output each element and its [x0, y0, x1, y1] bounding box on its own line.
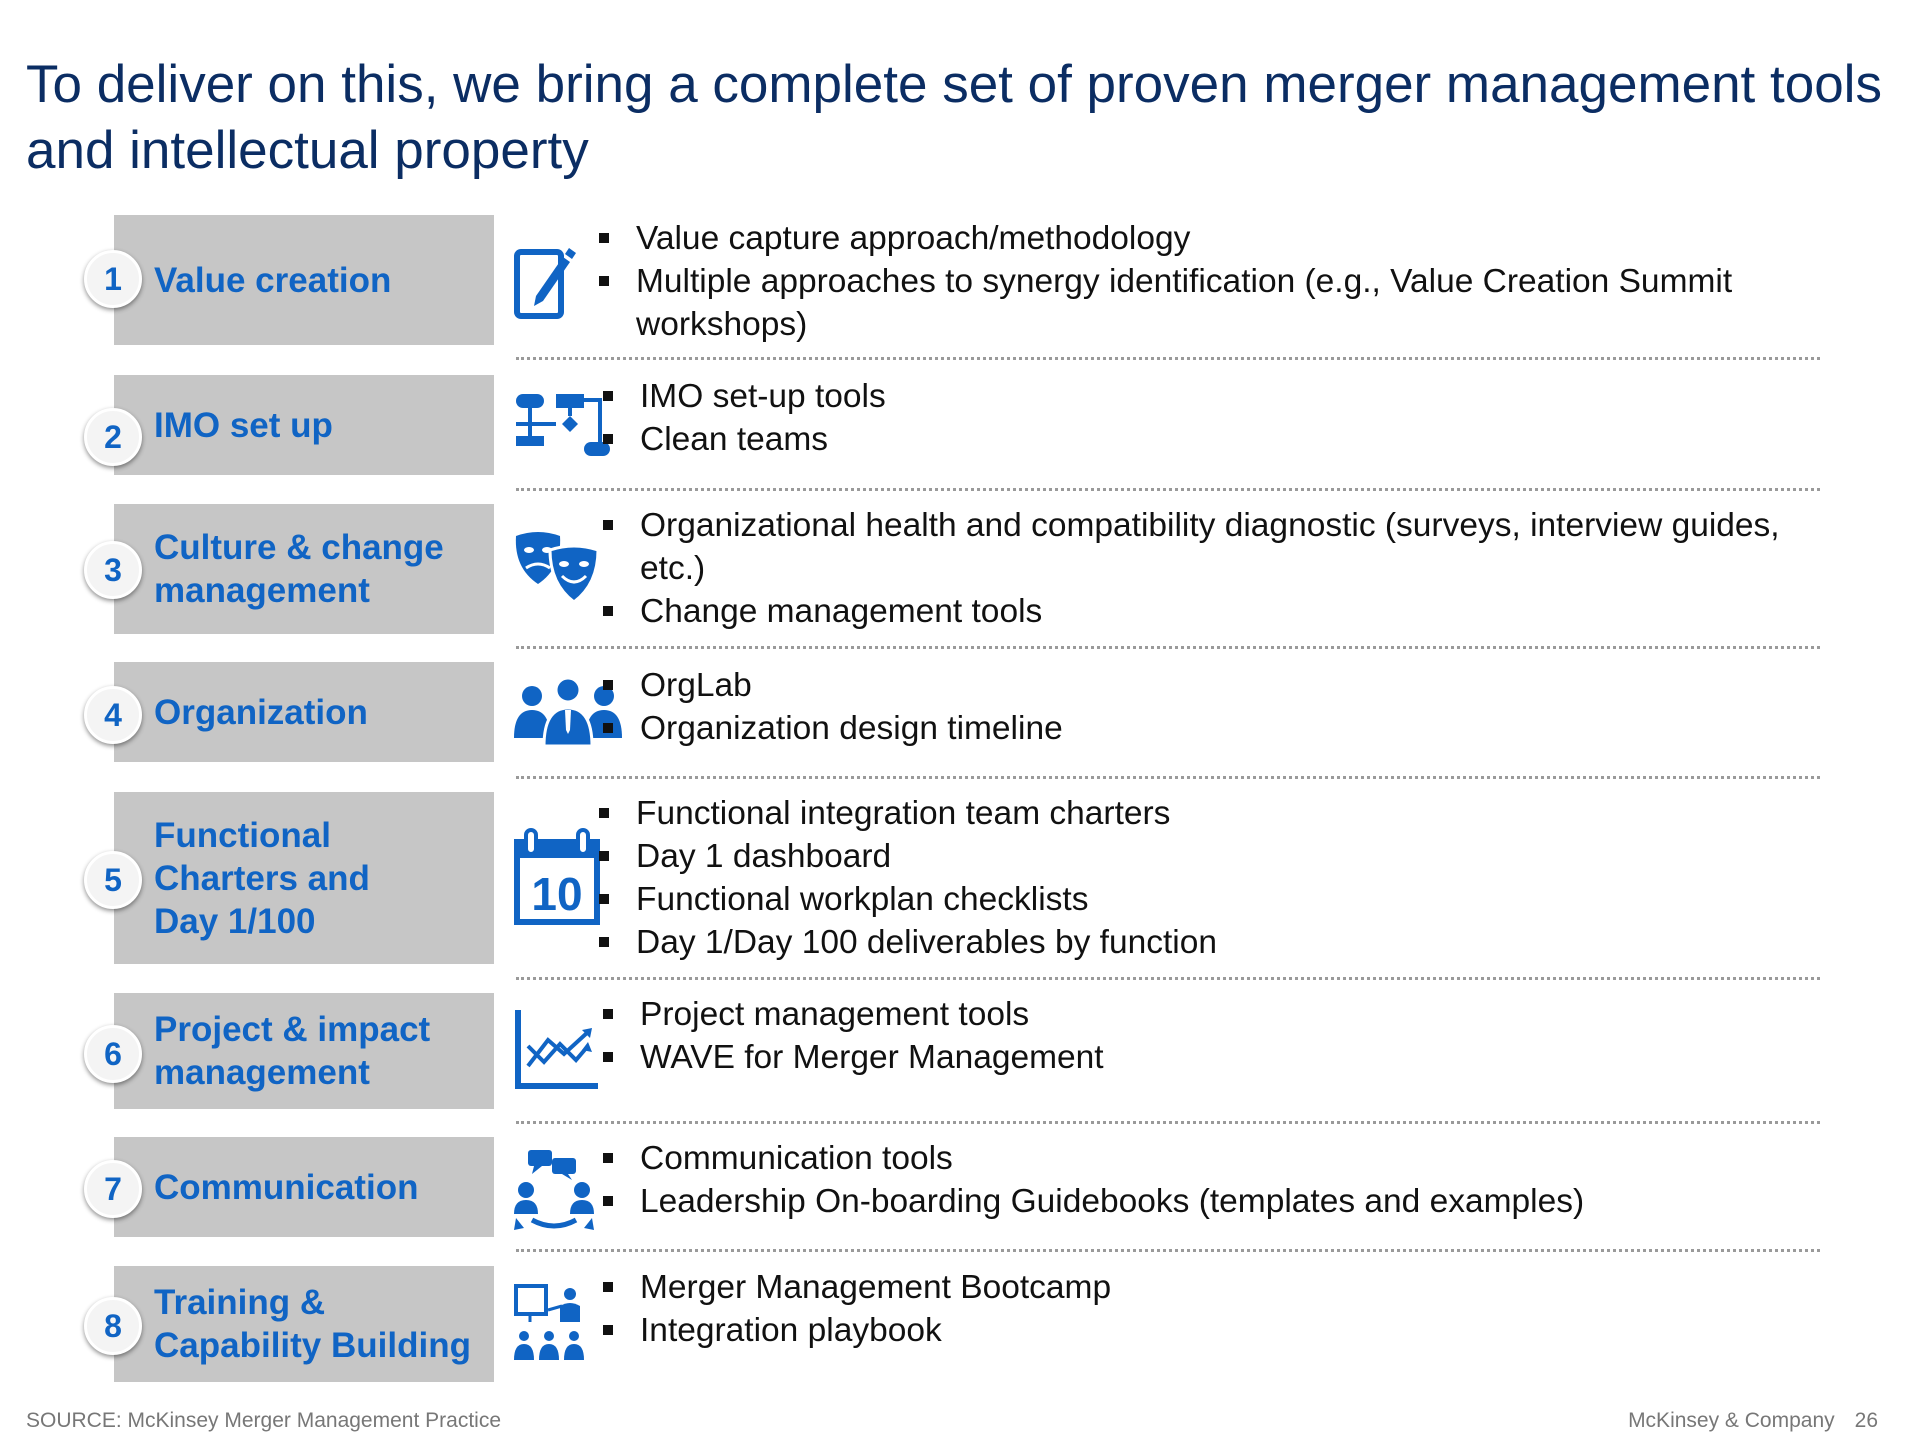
bullet-item: Project management tools — [603, 993, 1104, 1036]
category-label: IMO set up — [154, 405, 333, 445]
row-divider — [516, 357, 1820, 360]
bullet-item: Organizational health and compatibility … — [603, 504, 1790, 590]
category-label: Communication — [154, 1167, 419, 1207]
calendar-icon: 10 — [514, 828, 600, 925]
calendar-date-number: 10 — [531, 868, 582, 920]
line-chart-icon — [515, 1010, 598, 1089]
step-number-badge: 2 — [84, 408, 142, 466]
bullet-item: IMO set-up tools — [603, 375, 886, 418]
theater-masks-icon — [515, 532, 600, 604]
category-box: Communication — [114, 1137, 494, 1237]
bullet-item: Communication tools — [602, 1137, 1584, 1180]
row-divider — [516, 646, 1820, 649]
bullet-item: WAVE for Merger Management — [603, 1036, 1104, 1079]
row-divider — [516, 776, 1820, 779]
flowchart-icon — [516, 394, 610, 456]
people-group-icon — [514, 676, 622, 748]
step-number-badge: 7 — [84, 1160, 142, 1218]
bullet-item: Day 1/Day 100 deliverables by function — [599, 921, 1217, 964]
bullet-item: Clean teams — [603, 418, 886, 461]
step-number-badge: 3 — [84, 541, 142, 599]
bullet-list: Communication tools Leadership On-boardi… — [602, 1137, 1584, 1223]
step-number-badge: 8 — [84, 1297, 142, 1355]
row-divider — [516, 488, 1820, 491]
training-presentation-icon — [514, 1284, 584, 1360]
category-box: Training &Capability Building — [114, 1266, 494, 1382]
row-divider — [516, 977, 1820, 980]
bullet-list: Project management tools WAVE for Merger… — [603, 993, 1104, 1079]
edit-document-icon — [514, 248, 576, 319]
step-number-badge: 4 — [84, 686, 142, 744]
bullet-list: IMO set-up tools Clean teams — [603, 375, 886, 461]
bullet-list: Functional integration team charters Day… — [599, 792, 1217, 964]
bullet-item: Multiple approaches to synergy identific… — [599, 260, 1786, 346]
step-number-badge: 5 — [84, 851, 142, 909]
step-number-badge: 1 — [84, 250, 142, 308]
bullet-item: Organization design timeline — [603, 707, 1063, 750]
footer-branding: McKinsey & Company 26 — [1628, 1409, 1878, 1433]
category-box: IMO set up — [114, 375, 494, 475]
row-divider — [516, 1121, 1820, 1124]
bullet-list: OrgLab Organization design timeline — [603, 664, 1063, 750]
communication-network-icon — [514, 1150, 594, 1230]
source-note: SOURCE: McKinsey Merger Management Pract… — [26, 1409, 501, 1432]
bullet-item: Day 1 dashboard — [599, 835, 1217, 878]
bullet-list: Value capture approach/methodology Multi… — [599, 217, 1786, 346]
step-number-badge: 6 — [84, 1025, 142, 1083]
row-divider — [516, 1249, 1820, 1252]
bullet-list: Merger Management Bootcamp Integration p… — [602, 1266, 1111, 1352]
bullet-item: OrgLab — [603, 664, 1063, 707]
page-title: To deliver on this, we bring a complete … — [26, 55, 1882, 180]
category-box: Value creation — [114, 215, 494, 345]
category-box: Organization — [114, 662, 494, 762]
bullet-item: Functional integration team charters — [599, 792, 1217, 835]
bullet-item: Value capture approach/methodology — [599, 217, 1786, 260]
bullet-item: Merger Management Bootcamp — [602, 1266, 1111, 1309]
bullet-item: Leadership On-boarding Guidebooks (templ… — [602, 1180, 1584, 1223]
page-number: 26 — [1854, 1409, 1878, 1432]
category-label: Value creation — [154, 260, 392, 300]
category-label: Training &Capability Building — [154, 1283, 471, 1365]
bullet-list: Organizational health and compatibility … — [603, 504, 1790, 633]
bullet-item: Functional workplan checklists — [599, 878, 1217, 921]
category-label: Organization — [154, 692, 368, 732]
bullet-item: Change management tools — [603, 590, 1790, 633]
company-name: McKinsey & Company — [1628, 1409, 1835, 1432]
bullet-item: Integration playbook — [602, 1309, 1111, 1352]
